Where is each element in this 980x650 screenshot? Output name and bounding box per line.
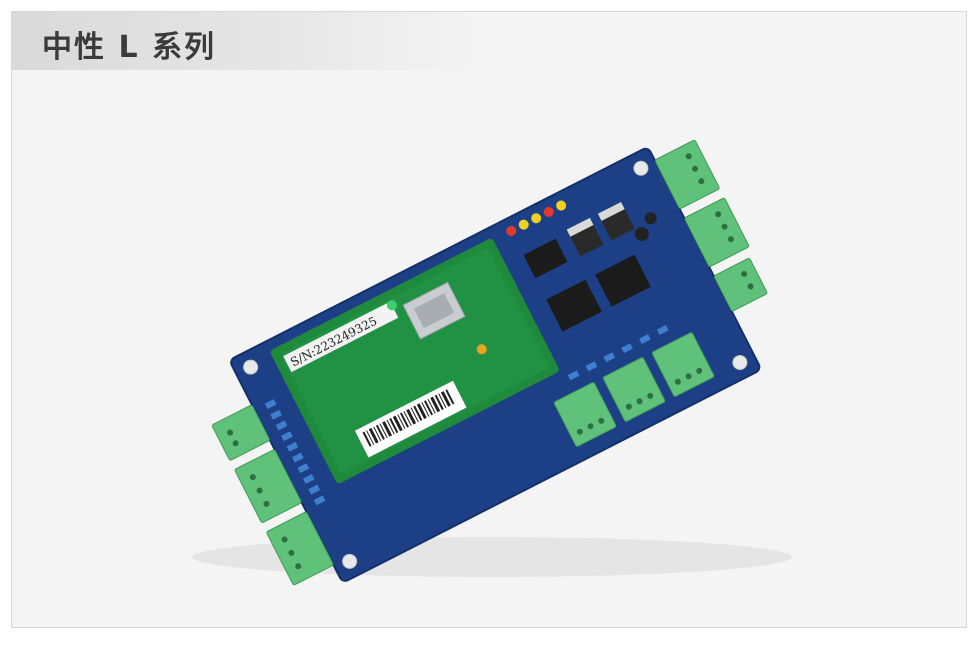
page-title: 中性 L 系列 <box>42 30 217 65</box>
relay <box>595 254 651 307</box>
terminal-block-right <box>654 139 768 312</box>
product-photo: S/N:223249325 <box>192 139 792 586</box>
product-frame: 中性 L 系列 S/N:223249325 <box>11 11 967 628</box>
terminal-block-bottom <box>553 332 715 447</box>
relay <box>546 279 602 332</box>
title-bar: 中性 L 系列 <box>12 12 482 70</box>
terminal-block-left <box>211 404 334 586</box>
